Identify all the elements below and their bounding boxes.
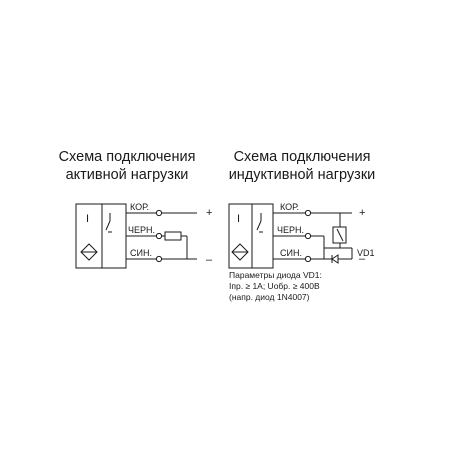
right-black-terminal <box>304 232 312 240</box>
right-wiring-diagram: I КОР. + ЧЕРН. <box>228 202 375 269</box>
diode-label: VD1 <box>357 248 375 258</box>
right-proximity-icon <box>231 243 249 261</box>
right-sensor-body <box>228 203 274 269</box>
left-title-line2: активной нагрузки <box>65 167 189 183</box>
right-title-line2: индуктивной нагрузки <box>228 167 376 183</box>
right-plus-label: + <box>359 207 365 219</box>
note-line3: (напр. диод 1N4007) <box>229 292 310 302</box>
left-blue-terminal <box>155 255 163 263</box>
right-brown-terminal <box>304 209 312 217</box>
left-brown-terminal <box>155 209 163 217</box>
left-diagram-title: Схема подключения активной нагрузки <box>52 148 202 184</box>
left-black-label: ЧЕРН. <box>128 225 155 235</box>
left-blue-label: СИН. <box>130 248 152 258</box>
left-black-terminal <box>155 232 163 240</box>
right-blue-label: СИН. <box>280 248 302 258</box>
right-sensor-symbol: I <box>237 213 240 225</box>
left-sensor-body <box>75 203 127 269</box>
load-resistor <box>164 231 182 241</box>
right-title-line1: Схема подключения <box>233 149 371 165</box>
right-blue-terminal <box>304 255 312 263</box>
diode-parameters-note: Параметры диода VD1: Iпр. ≥ 1А; Uобр. ≥ … <box>229 270 322 303</box>
left-switch-icon <box>105 213 112 233</box>
left-sensor-symbol: I <box>86 213 89 225</box>
left-title-line1: Схема подключения <box>58 149 196 165</box>
relay-coil <box>332 226 347 244</box>
left-wiring-diagram: I КОР. + ЧЕРН. СИН. – <box>75 202 213 269</box>
left-plus-label: + <box>206 207 212 219</box>
diode-vd1-icon <box>324 254 352 264</box>
right-minus-label: – <box>359 253 366 265</box>
note-line2: Iпр. ≥ 1А; Uобр. ≥ 400В <box>229 281 320 291</box>
left-brown-label: КОР. <box>130 202 149 212</box>
right-black-label: ЧЕРН. <box>277 225 304 235</box>
left-minus-label: – <box>206 254 213 266</box>
right-brown-label: КОР. <box>280 202 299 212</box>
right-switch-icon <box>256 213 263 233</box>
note-line1: Параметры диода VD1: <box>229 270 322 280</box>
right-diagram-title: Схема подключения индуктивной нагрузки <box>222 148 382 184</box>
left-proximity-icon <box>80 243 98 261</box>
